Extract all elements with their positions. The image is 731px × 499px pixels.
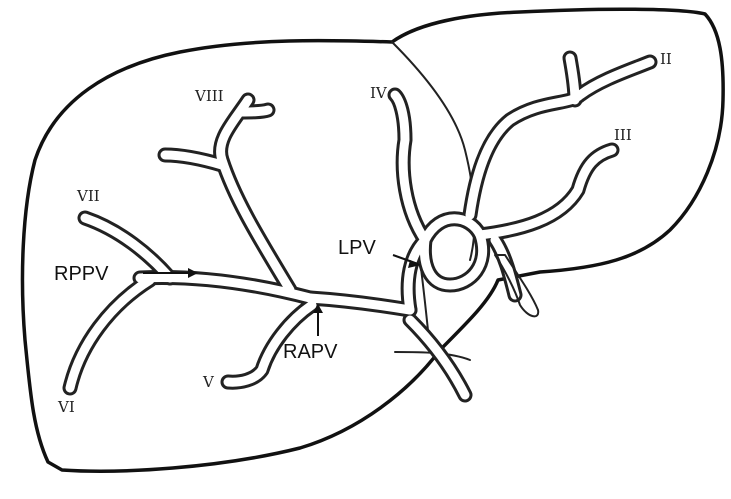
label-segment-iii: III xyxy=(614,126,632,144)
label-segment-vi: VI xyxy=(57,398,75,416)
label-segment-v: V xyxy=(202,373,215,391)
label-lpv: LPV xyxy=(338,237,376,259)
label-rapv: RAPV xyxy=(283,341,338,363)
portal-vein-tree xyxy=(70,58,650,395)
label-segment-vii: VII xyxy=(76,187,100,205)
label-segment-iv: IV xyxy=(370,84,388,102)
label-segment-ii: II xyxy=(660,50,672,68)
label-rppv: RPPV xyxy=(54,263,109,285)
label-segment-viii: VIII xyxy=(194,87,224,105)
